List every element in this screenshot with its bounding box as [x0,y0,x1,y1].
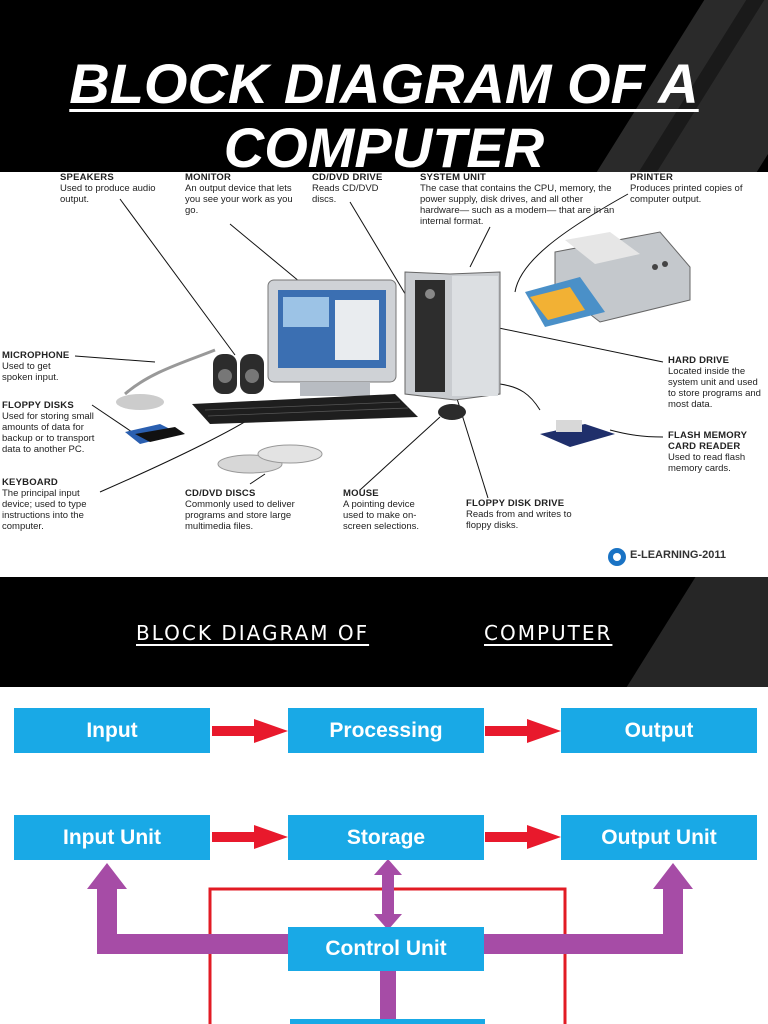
section-title-bar: BLOCK DIAGRAM OF COMPUTER [0,577,768,687]
output-box: Output [561,708,757,753]
processing-box: Processing [288,708,484,753]
slide-title-line2: COMPUTER [223,116,545,172]
control-unit-box: Control Unit [288,927,484,971]
storage-box: Storage [288,815,484,860]
slide-title-line1: BLOCK DIAGRAM OF A [69,52,699,115]
computer-illustration [74,193,691,566]
red-arrows-row1 [212,719,561,743]
watermark-text: E-LEARNING-2011 [630,549,726,561]
section-title-part1: BLOCK DIAGRAM OF [136,621,370,645]
title-slide: BLOCK DIAGRAM OF A COMPUTER [0,0,768,172]
block-diagram: Input Processing Output Input Unit Stora… [0,687,768,1024]
decorative-stripe [614,577,768,687]
storage-control-arrow [374,859,402,930]
purple-up-arrows [87,863,693,954]
partial-box-bottom [290,1019,485,1024]
section-title-part2: COMPUTER [484,621,613,645]
red-arrows-row2 [212,825,561,849]
input-unit-box: Input Unit [14,815,210,860]
output-unit-box: Output Unit [561,815,757,860]
input-box: Input [14,708,210,753]
